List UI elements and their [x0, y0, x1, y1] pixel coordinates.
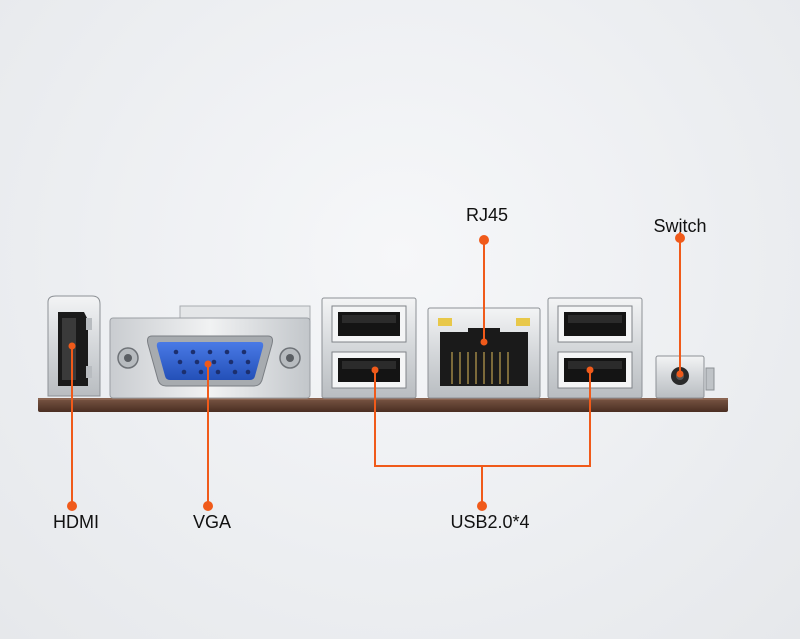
- usb-port-stack-left: [321, 297, 417, 399]
- vga-port: [109, 305, 311, 399]
- dot-hdmi-top: [68, 342, 76, 350]
- dot-vga-top: [204, 360, 212, 368]
- dot-rj45: [479, 235, 489, 245]
- label-rj45: RJ45: [465, 205, 509, 225]
- dot-usb-right: [586, 366, 594, 374]
- pcb-board: [38, 398, 728, 412]
- power-switch: [655, 355, 715, 399]
- label-hdmi: HDMI: [53, 512, 99, 532]
- callout-dots: [67, 233, 685, 511]
- label-usb: USB2.0*4: [450, 512, 530, 532]
- dot-usb: [477, 501, 487, 511]
- dot-vga: [203, 501, 213, 511]
- dot-hdmi: [67, 501, 77, 511]
- dot-usb-left: [371, 366, 379, 374]
- rj45-port: [427, 307, 541, 399]
- callout-lines: [71, 232, 681, 504]
- usb-port-stack-right: [547, 297, 643, 399]
- dot-switch: [675, 233, 685, 243]
- dot-switch-bottom: [676, 370, 684, 378]
- label-vga: VGA: [192, 512, 232, 532]
- dot-rj45-bottom: [480, 338, 488, 346]
- label-switch: Switch: [653, 216, 707, 236]
